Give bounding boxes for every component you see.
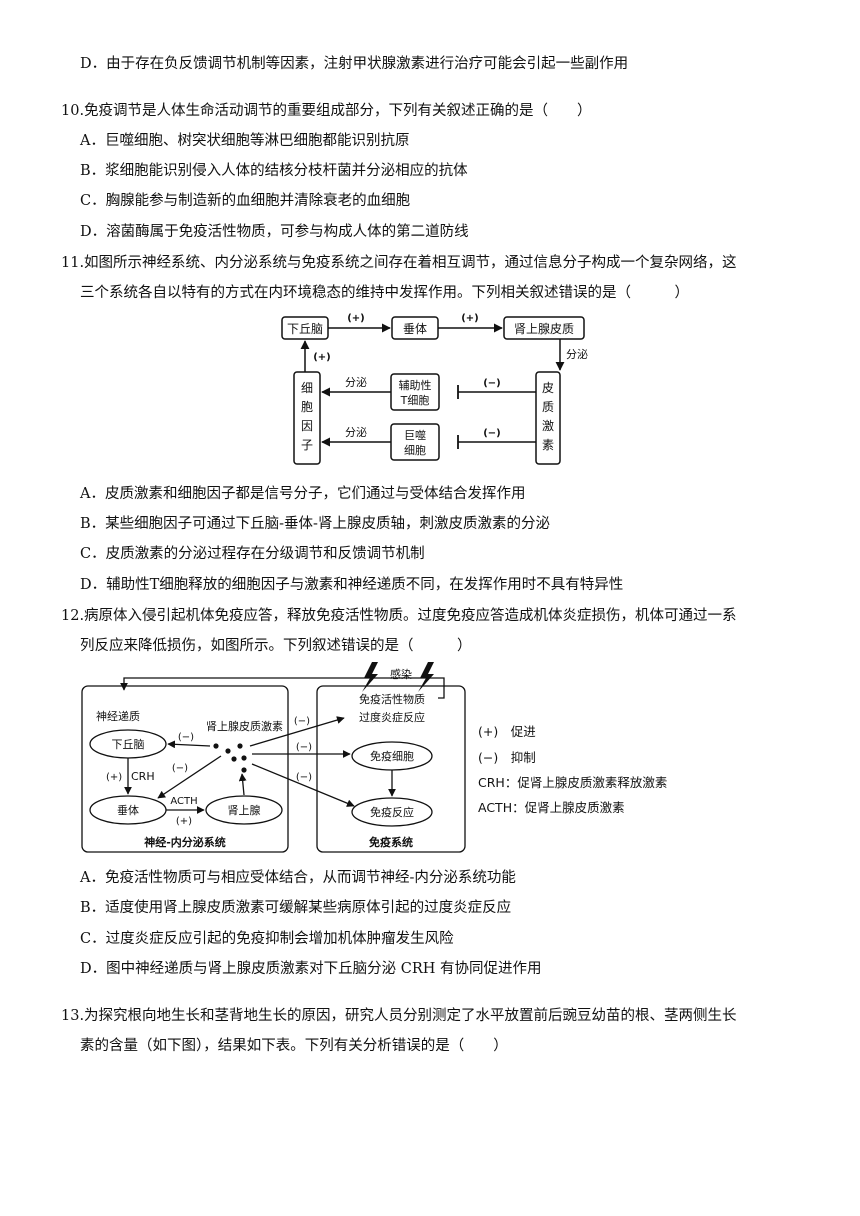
q10-option-b: B．浆细胞能识别侵入人体的结核分枝杆菌并分泌相应的抗体	[80, 163, 468, 179]
q12-adrenal-node	[205, 795, 283, 825]
q12-plus-2: (+)	[176, 816, 192, 827]
q12-minus-5: (−)	[296, 772, 312, 783]
q12-plus-1: (+)	[106, 772, 122, 783]
q11-cortisol-char-1: 皮	[542, 381, 554, 395]
q11-cytokine-char-1: 细	[301, 381, 313, 395]
q11-pituitary-label: 垂体	[403, 322, 427, 336]
q12-immune-cell-label: 免疫细胞	[370, 749, 414, 763]
q11-secrete-label-1: 分泌	[566, 348, 588, 361]
q11-cortisol-box	[535, 371, 561, 465]
q11-option-d: D．辅助性T细胞释放的细胞因子与激素和神经递质不同，在发挥作用时不具有特异性	[80, 577, 624, 593]
q11-stem-line1: 11.如图所示神经系统、内分泌系统与免疫系统之间存在着相互调节，通过信息分子构成…	[61, 255, 737, 271]
q12-neuro-system-label: 神经-内分泌系统	[144, 835, 226, 849]
q11-cytokine-char-3: 因	[301, 419, 313, 433]
q12-immune-system-label: 免疫系统	[369, 835, 413, 849]
q9-option-d: D．由于存在负反馈调节机制等因素，注射甲状腺激素进行治疗可能会引起一些副作用	[80, 56, 629, 72]
q12-immune-response-label: 免疫反应	[370, 805, 414, 819]
q11-secrete-label-2: 分泌	[345, 376, 367, 389]
q13-stem-line1: 13.为探究根向地生长和茎背地生长的原因，研究人员分别测定了水平放置前后豌豆幼苗…	[61, 1008, 737, 1024]
q11-helper-t-label-2: T细胞	[400, 394, 430, 407]
q13-stem-line2: 素的含量（如下图），结果如下表。下列有关分析错误的是（ ）	[80, 1038, 508, 1054]
q12-legend-inhibit: (−) 抑制	[478, 750, 536, 765]
q12-option-a: A．免疫活性物质可与相应受体结合，从而调节神经-内分泌系统功能	[80, 870, 516, 886]
q11-hypothalamus-label: 下丘脑	[287, 322, 323, 336]
q10-option-c: C．胸腺能参与制造新的血细胞并清除衰老的血细胞	[80, 193, 411, 209]
q10-option-d: D．溶菌酶属于免疫活性物质，可参与构成人体的第二道防线	[80, 224, 469, 240]
q12-crh-label: CRH	[131, 770, 155, 783]
q11-stem-line2: 三个系统各自以特有的方式在内环境稳态的维持中发挥作用。下列相关叙述错误的是（ ）	[80, 285, 689, 301]
q10-stem: 10.免疫调节是人体生命活动调节的重要组成部分，下列有关叙述正确的是（ ）	[61, 103, 592, 119]
q12-stem-line2: 列反应来降低损伤，如图所示。下列叙述错误的是（ ）	[80, 638, 472, 654]
q12-option-b: B．适度使用肾上腺皮质激素可缓解某些病原体引起的过度炎症反应	[80, 900, 512, 916]
q12-immune-response-node	[351, 797, 433, 827]
q12-lightning-icon-1	[362, 662, 378, 692]
q12-lightning-icon-2	[418, 662, 434, 692]
q11-helper-t-label-1: 辅助性	[399, 378, 432, 392]
q11-cytokine-char-4: 子	[301, 438, 313, 452]
q12-adrenal-hormone-label: 肾上腺皮质激素	[206, 719, 283, 733]
q12-minus-4: (−)	[296, 742, 312, 753]
q12-pituitary-label: 垂体	[117, 803, 139, 817]
q11-diagram: 下丘脑 垂体 肾上腺皮质 (+) (+) 分泌 皮 质 激 素 细 胞 因 子 …	[281, 313, 588, 465]
q11-minus-2: (−)	[483, 428, 501, 439]
q11-option-b: B．某些细胞因子可通过下丘脑-垂体-肾上腺皮质轴，刺激皮质激素的分泌	[80, 516, 550, 532]
q12-legend-acth: ACTH：促肾上腺皮质激素	[478, 800, 625, 815]
q12-legend-crh: CRH：促肾上腺皮质激素释放激素	[478, 775, 668, 790]
q11-cortisol-char-3: 激	[542, 419, 554, 433]
q12-hypothalamus-label: 下丘脑	[112, 738, 145, 751]
q12-immune-substance-label: 免疫活性物质	[359, 692, 425, 706]
q12-stem-line1: 12.病原体入侵引起机体免疫应答，释放免疫活性物质。过度免疫应答造成机体炎症损伤…	[61, 608, 737, 624]
q11-cortisol-char-4: 素	[542, 438, 554, 452]
q11-option-c: C．皮质激素的分泌过程存在分级调节和反馈调节机制	[80, 546, 425, 562]
q11-cytokine-char-2: 胞	[301, 400, 313, 414]
q12-inflammation-label: 过度炎症反应	[359, 710, 425, 724]
q12-diagram: 神经-内分泌系统 免疫系统 感染 免疫活性物质 过度炎症反应 神经递质 下丘脑 …	[81, 662, 466, 853]
q12-infection-label: 感染	[390, 667, 412, 681]
q11-adrenal-cortex-label: 肾上腺皮质	[514, 322, 574, 336]
q12-minus-1: (−)	[178, 732, 194, 743]
q11-cortisol-char-2: 质	[542, 400, 554, 414]
q12-option-d: D．图中神经递质与肾上腺皮质激素对下丘脑分泌 CRH 有协同促进作用	[80, 961, 542, 977]
q12-option-c: C．过度炎症反应引起的免疫抑制会增加机体肿瘤发生风险	[80, 931, 454, 947]
q12-minus-2: (−)	[172, 763, 188, 774]
q11-option-a: A．皮质激素和细胞因子都是信号分子，它们通过与受体结合发挥作用	[80, 486, 526, 502]
q12-neurotransmitter-label: 神经递质	[96, 709, 140, 723]
q11-plus-1: (+)	[347, 313, 365, 324]
q10-option-a: A．巨噬细胞、树突状细胞等淋巴细胞都能识别抗原	[80, 133, 410, 149]
q11-plus-2: (+)	[461, 313, 479, 324]
q11-macrophage-label-1: 巨噬	[404, 428, 426, 442]
q12-adrenal-label: 肾上腺	[228, 803, 261, 817]
q11-cytokine-box	[293, 371, 321, 465]
q12-acth-label: ACTH	[170, 796, 197, 807]
q11-minus-1: (−)	[483, 378, 501, 389]
q11-adrenal-cortex-box	[503, 316, 585, 340]
q11-secrete-label-3: 分泌	[345, 426, 367, 439]
q11-plus-3: (+)	[313, 352, 331, 363]
q12-minus-3: (−)	[294, 716, 310, 727]
q12-legend-promote: (+) 促进	[478, 724, 536, 739]
q11-macrophage-label-2: 细胞	[404, 444, 426, 457]
